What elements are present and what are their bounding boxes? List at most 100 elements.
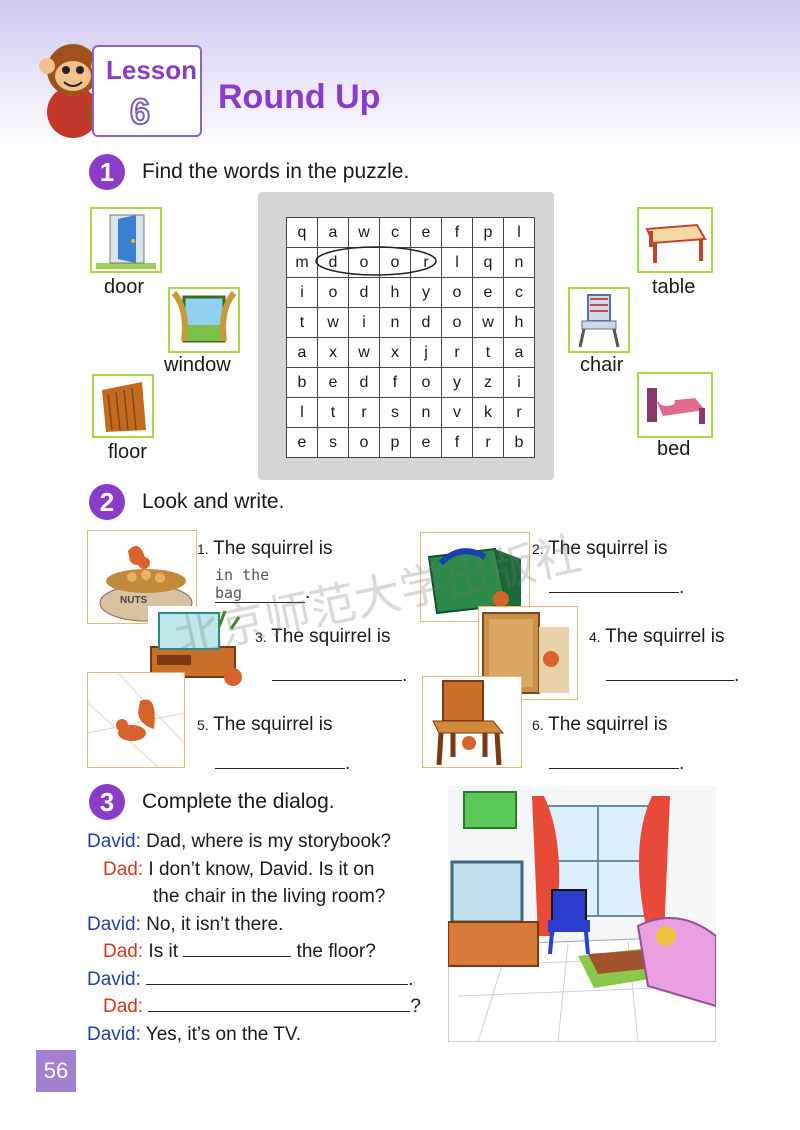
grid-cell[interactable]: c bbox=[379, 217, 411, 248]
dialog-line-8: David: Yes, it’s on the TV. bbox=[87, 1021, 447, 1049]
grid-cell[interactable]: i bbox=[286, 277, 318, 308]
blank-input[interactable] bbox=[146, 966, 409, 985]
item-1-text: The squirrel is bbox=[213, 538, 333, 559]
living-room-icon bbox=[448, 786, 716, 1042]
bag-label: NUTS bbox=[120, 595, 148, 606]
door-icon bbox=[96, 214, 156, 269]
speaker-david: David: bbox=[87, 968, 141, 990]
speaker-dad: Dad: bbox=[103, 858, 144, 880]
grid-cell[interactable]: v bbox=[441, 397, 473, 428]
grid-cell[interactable]: l bbox=[503, 217, 535, 248]
grid-cell[interactable]: y bbox=[410, 277, 442, 308]
grid-cell[interactable]: o bbox=[410, 367, 442, 398]
item-1-answer-line[interactable]: in the bag. bbox=[215, 566, 310, 604]
lesson-card: Lesson 6 bbox=[92, 45, 202, 137]
item-3: 3. The squirrel is bbox=[255, 626, 390, 648]
grid-cell[interactable]: r bbox=[472, 427, 504, 458]
grid-cell[interactable]: n bbox=[379, 307, 411, 338]
label-bed: bed bbox=[657, 438, 691, 460]
grid-cell[interactable]: o bbox=[317, 277, 349, 308]
monkey-mascot-icon bbox=[39, 44, 107, 138]
label-door: door bbox=[104, 276, 145, 298]
grid-cell[interactable]: r bbox=[441, 337, 473, 368]
dialog-text: the chair in the living room? bbox=[153, 886, 386, 907]
grid-cell[interactable]: k bbox=[472, 397, 504, 428]
item-2-answer-line[interactable]: . bbox=[549, 574, 684, 599]
dialog-line-1: David: Dad, where is my storybook? bbox=[87, 828, 447, 856]
chair-icon bbox=[578, 294, 620, 348]
section-1-number: 1 bbox=[89, 154, 125, 190]
dialog-line-4: David: No, it isn’t there. bbox=[87, 911, 447, 939]
item-2-text: The squirrel is bbox=[548, 538, 668, 559]
item-5-answer-line[interactable]: . bbox=[215, 750, 350, 775]
item-6-answer-line[interactable]: . bbox=[549, 750, 684, 775]
label-floor: floor bbox=[108, 441, 147, 463]
grid-cell[interactable]: o bbox=[348, 427, 380, 458]
grid-cell[interactable]: r bbox=[503, 397, 535, 428]
grid-cell[interactable]: p bbox=[379, 427, 411, 458]
dialog-text: I don’t know, David. Is it on bbox=[148, 858, 375, 880]
grid-cell[interactable]: m bbox=[286, 247, 318, 278]
dialog-text: Is it bbox=[148, 941, 178, 962]
grid-cell[interactable]: e bbox=[410, 217, 442, 248]
speaker-dad: Dad: bbox=[103, 996, 144, 1017]
item-3-answer-line[interactable]: . bbox=[272, 662, 407, 687]
item-6-text: The squirrel is bbox=[548, 714, 668, 735]
grid-cell[interactable]: a bbox=[317, 217, 349, 248]
item-4-answer-line[interactable]: . bbox=[606, 662, 739, 687]
item-6-end: . bbox=[679, 753, 685, 774]
lesson-word: Lesson bbox=[106, 55, 198, 85]
grid-cell[interactable]: x bbox=[317, 337, 349, 368]
speaker-david: David: bbox=[87, 831, 141, 852]
section-2-instruction: Look and write. bbox=[142, 490, 285, 513]
dialog-text: Yes, it’s on the TV. bbox=[145, 1023, 302, 1045]
item-4-end: . bbox=[734, 665, 740, 686]
scene-bag: NUTS bbox=[87, 530, 197, 624]
cabinet-icon bbox=[482, 612, 569, 694]
page-number: 56 bbox=[36, 1050, 76, 1092]
grid-cell[interactable]: q bbox=[286, 217, 318, 248]
dialog-line-7: Dad: ? bbox=[87, 993, 447, 1021]
page-title: Round Up bbox=[218, 78, 381, 116]
dialog-end: ? bbox=[410, 996, 421, 1017]
dialog-line-6: David: . bbox=[87, 966, 447, 994]
item-5-text: The squirrel is bbox=[213, 714, 333, 735]
item-3-number: 3. bbox=[255, 629, 267, 645]
blank-input[interactable] bbox=[148, 993, 411, 1012]
label-table: table bbox=[652, 276, 696, 298]
item-5: 5. The squirrel is bbox=[197, 714, 332, 736]
label-chair: chair bbox=[580, 354, 624, 376]
item-6-number: 6. bbox=[532, 717, 544, 733]
scene-cabinet bbox=[478, 606, 578, 700]
dialog-line-2: Dad: I don’t know, David. Is it on bbox=[87, 856, 447, 884]
item-3-text: The squirrel is bbox=[271, 626, 391, 647]
table-icon bbox=[645, 223, 707, 263]
grid-cell[interactable]: f bbox=[379, 367, 411, 398]
grid-cell[interactable]: f bbox=[441, 217, 473, 248]
grid-cell[interactable]: n bbox=[503, 247, 535, 278]
item-4-text: The squirrel is bbox=[605, 626, 725, 647]
grid-cell[interactable]: r bbox=[410, 247, 442, 278]
living-room-illustration bbox=[448, 786, 716, 1042]
grid-cell[interactable]: o bbox=[441, 307, 473, 338]
item-2-number: 2. bbox=[532, 541, 544, 557]
grid-cell[interactable]: f bbox=[441, 427, 473, 458]
grid-cell[interactable]: h bbox=[503, 307, 535, 338]
floor-icon bbox=[102, 382, 146, 432]
grid-cell[interactable]: p bbox=[472, 217, 504, 248]
item-1-number: 1. bbox=[197, 541, 209, 557]
dialog-line-5: Dad: Is it the floor? bbox=[87, 938, 447, 966]
blank-input[interactable] bbox=[183, 938, 292, 957]
dialog-text: Dad, where is my storybook? bbox=[146, 831, 392, 852]
grid-cell[interactable]: b bbox=[503, 427, 535, 458]
item-6: 6. The squirrel is bbox=[532, 714, 667, 736]
grid-cell[interactable]: x bbox=[379, 337, 411, 368]
item-2-end: . bbox=[679, 577, 685, 598]
grid-cell[interactable]: l bbox=[286, 397, 318, 428]
